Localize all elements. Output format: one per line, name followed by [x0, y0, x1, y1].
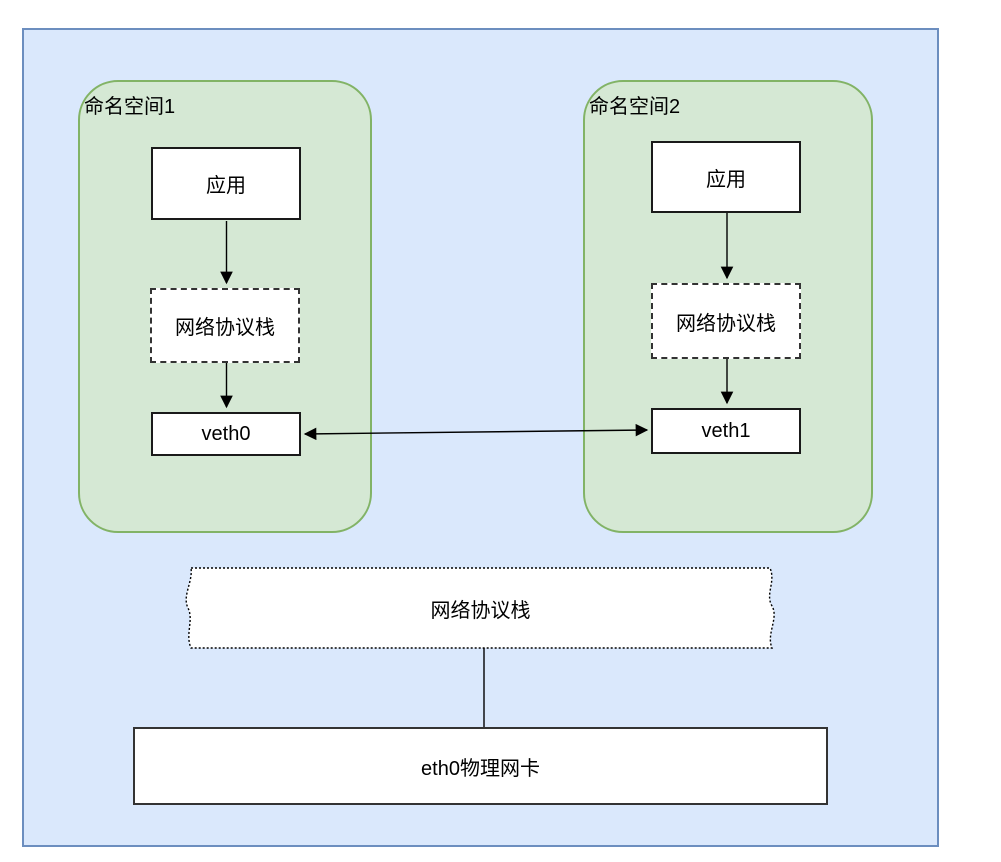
node-stack-ns1: 网络协议栈: [150, 288, 300, 363]
namespace1-label: 命名空间1: [84, 96, 176, 118]
node-app-ns1: 应用: [151, 147, 301, 220]
node-nic: eth0物理网卡: [133, 727, 828, 805]
node-veth0: veth0: [151, 412, 301, 456]
node-host-stack-label: 网络协议栈: [430, 599, 531, 622]
node-app-ns2: 应用: [651, 141, 801, 213]
node-veth1: veth1: [651, 408, 801, 454]
node-stack-ns2: 网络协议栈: [651, 283, 801, 359]
namespace2-label: 命名空间2: [589, 96, 681, 118]
